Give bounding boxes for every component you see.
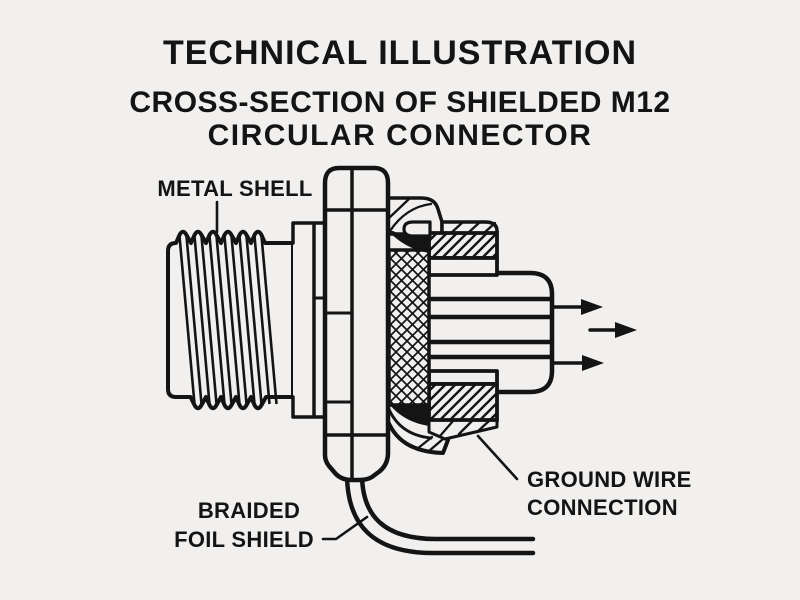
arrow-head-icon <box>581 299 603 315</box>
flange-section-lines <box>323 167 390 481</box>
page-title: TECHNICAL ILLUSTRATION <box>163 34 637 72</box>
backshell-boot-hatch <box>415 435 445 453</box>
thread-flank <box>178 235 196 405</box>
backshell-step-hatch <box>387 197 433 233</box>
thread-flank <box>208 235 226 405</box>
header: TECHNICAL ILLUSTRATION CROSS-SECTION OF … <box>129 34 670 152</box>
contact-carrier-body <box>429 270 555 395</box>
thread-flank <box>245 235 263 405</box>
collar-lines <box>291 221 328 419</box>
cable <box>344 471 536 556</box>
thread-flank <box>238 235 256 405</box>
cable-inner-line <box>359 471 536 542</box>
flange <box>322 165 391 483</box>
page-subtitle-line1: CROSS-SECTION OF SHIELDED M12 <box>129 86 670 119</box>
flange-strip-lines <box>323 311 354 404</box>
solder-wedge-upper <box>388 231 430 253</box>
contact-body <box>426 270 637 395</box>
thread-flank <box>185 235 203 405</box>
thread-flank <box>253 235 271 405</box>
collar-bg <box>293 223 326 417</box>
ferrule-cap <box>402 220 432 238</box>
flange-body <box>322 165 391 483</box>
solder-wedge-lower <box>390 404 430 426</box>
thread-flank <box>230 235 248 405</box>
label-ground-wire-line1: GROUND WIRE <box>527 467 692 492</box>
braid-mesh <box>387 248 431 407</box>
ground-crimp-blocks <box>427 231 499 422</box>
part-labels: METAL SHELL BRAIDED FOIL SHIELD GROUND W… <box>157 176 691 552</box>
page-subtitle-line2: CIRCULAR CONNECTOR <box>208 119 593 152</box>
cable-outer-line <box>344 471 536 556</box>
thread-flank <box>193 235 211 405</box>
label-metal-shell: METAL SHELL <box>157 176 312 201</box>
braided-foil-shield-leader-line <box>321 515 369 541</box>
metal-shell-barrel <box>166 229 295 411</box>
thread-flank-lines <box>178 235 278 405</box>
arrow-head-icon <box>615 322 637 338</box>
thread-flank <box>200 235 218 405</box>
thread-flank <box>223 235 241 405</box>
ground-wire-leader-line <box>476 434 519 481</box>
leader-lines <box>215 200 519 541</box>
label-braided-foil-shield-line1: BRAIDED <box>198 498 300 523</box>
thread-flank <box>215 235 233 405</box>
contact-pins <box>426 296 555 360</box>
collar <box>291 221 328 419</box>
braided-shield <box>387 220 432 426</box>
thread-flank <box>260 235 278 405</box>
spacer-band-upper <box>427 256 499 277</box>
backshell-flare-hatch <box>438 419 491 438</box>
label-braided-foil-shield-line2: FOIL SHIELD <box>174 527 314 552</box>
spacer-band-lower <box>427 369 499 386</box>
arrow-head-icon <box>582 355 604 371</box>
ground-wire-connection-block <box>427 382 499 422</box>
signal-arrows <box>551 299 637 371</box>
crimp-band-upper <box>427 231 499 260</box>
backshell-upper <box>386 196 499 236</box>
label-ground-wire-line2: CONNECTION <box>527 495 678 520</box>
